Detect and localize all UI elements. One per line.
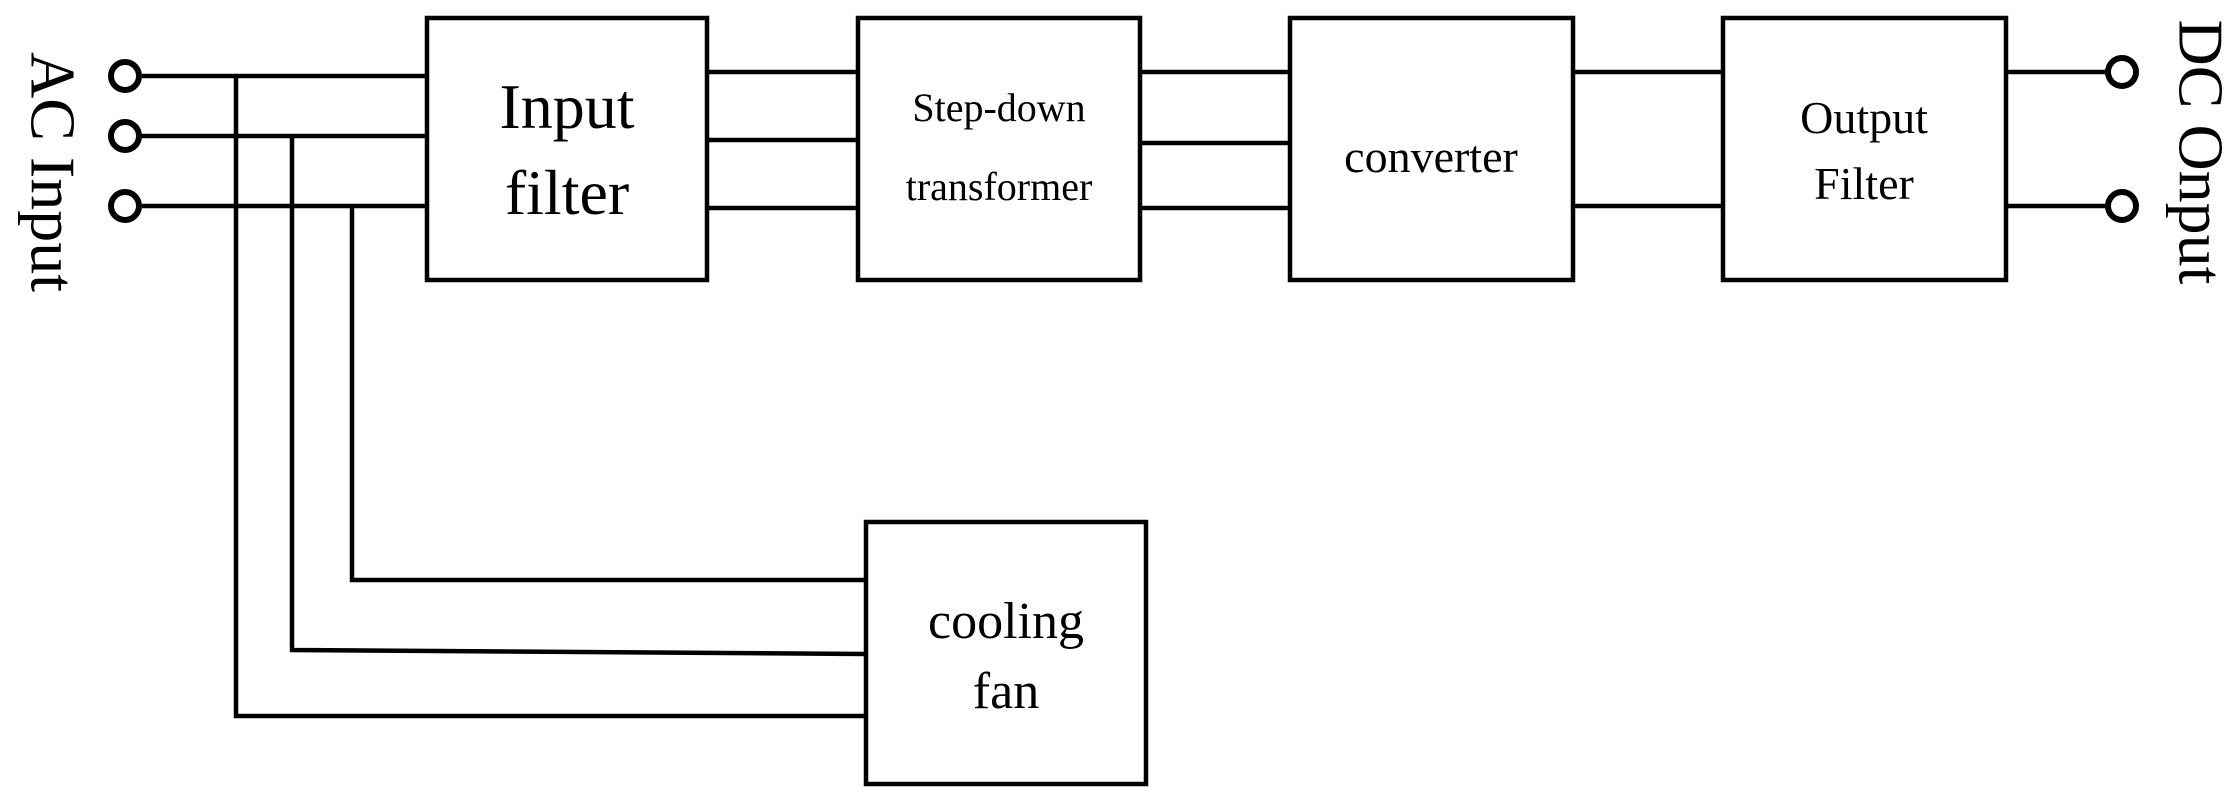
ac-terminal-3: [108, 189, 142, 223]
dc-terminal-1: [2105, 55, 2139, 89]
converter-block: converter: [1287, 15, 1576, 283]
wires: [142, 69, 2109, 719]
output-filter-block: Output Filter: [1720, 15, 2009, 283]
input-filter-block: Input filter: [424, 15, 710, 283]
ac-input-label: AC Input: [17, 52, 88, 292]
cooling-fan-label-line1: cooling: [928, 593, 1084, 650]
dc-terminals: [2105, 55, 2139, 223]
ac-terminal-1: [108, 59, 142, 93]
output-filter-label-line1: Output: [1800, 92, 1928, 143]
dc-output-label: DC Onput: [2165, 20, 2229, 285]
fan-feed-1: [233, 76, 866, 719]
cooling-fan-label-line2: fan: [973, 663, 1039, 720]
ac-terminal-2: [108, 119, 142, 153]
step-down-transformer-block: Step-down transformer: [855, 15, 1143, 283]
input-filter-label-line1: Input: [499, 71, 634, 142]
transformer-label-line2: transformer: [906, 164, 1093, 209]
transformer-label-line1: Step-down: [912, 85, 1085, 130]
dc-terminal-2: [2105, 189, 2139, 223]
ac-terminals: [108, 59, 142, 223]
converter-label: converter: [1344, 131, 1518, 182]
fan-feed-2: [289, 136, 867, 657]
input-filter-label-line2: filter: [505, 157, 629, 228]
cooling-fan-block: cooling fan: [863, 519, 1149, 787]
output-filter-label-line2: Filter: [1814, 158, 1914, 209]
fan-feed-3: [349, 206, 866, 583]
